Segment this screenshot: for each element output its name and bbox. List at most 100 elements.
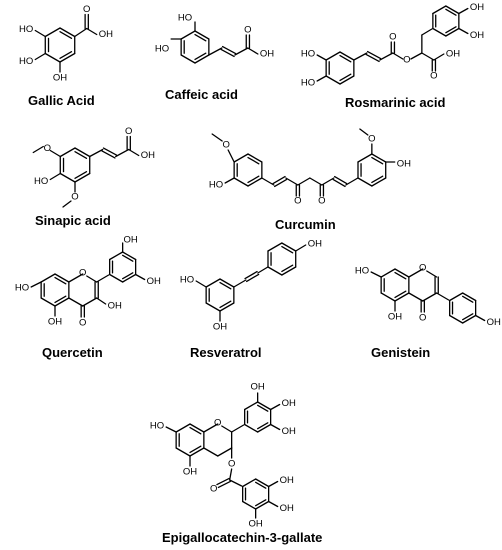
bond xyxy=(357,153,373,163)
hydroxyl-label: OH xyxy=(282,398,296,409)
bond xyxy=(180,30,196,40)
hydroxyl-label: HO xyxy=(301,78,315,89)
bond xyxy=(436,292,450,301)
bond xyxy=(175,423,191,433)
bond xyxy=(408,268,424,278)
hydroxyl-label: OH xyxy=(388,312,402,323)
bond xyxy=(285,177,299,186)
bond xyxy=(462,313,474,321)
bond xyxy=(44,27,61,38)
bond xyxy=(59,27,76,38)
bond xyxy=(334,175,348,185)
bond xyxy=(49,172,61,181)
bond xyxy=(82,297,98,307)
bond xyxy=(267,266,283,276)
bond xyxy=(244,401,259,411)
bond xyxy=(86,27,98,36)
bond xyxy=(59,147,76,158)
bond xyxy=(68,297,84,307)
bond xyxy=(175,447,191,457)
bond xyxy=(234,47,249,56)
carbonyl-o-label: O xyxy=(419,313,426,324)
hydroxyl-label: HO xyxy=(150,421,164,432)
bond xyxy=(255,481,267,489)
bond xyxy=(281,264,294,273)
hydroxyl-label: OH xyxy=(446,49,460,60)
bond xyxy=(221,45,237,55)
bond xyxy=(339,73,352,82)
bond xyxy=(115,148,130,158)
bond xyxy=(231,424,245,433)
bond xyxy=(325,75,341,85)
bond xyxy=(229,468,233,481)
hydroxyl-label: OH xyxy=(487,317,501,328)
bond xyxy=(462,314,477,324)
bond xyxy=(255,499,267,507)
carbonyl-o-label: O xyxy=(318,196,325,207)
bond xyxy=(445,27,460,37)
bond xyxy=(219,302,235,312)
methoxy-o-label: O xyxy=(44,143,51,154)
bond xyxy=(244,270,258,280)
bond xyxy=(96,274,110,283)
bond xyxy=(195,280,207,288)
bond xyxy=(257,401,272,411)
hydroxyl-label: HO xyxy=(155,44,169,55)
bond xyxy=(30,281,42,288)
methoxy-o-label: O xyxy=(71,192,78,203)
bond xyxy=(233,153,249,163)
bond xyxy=(445,8,457,16)
bond xyxy=(449,314,464,324)
ring-o-label: O xyxy=(419,263,426,274)
bond xyxy=(247,177,263,187)
bond xyxy=(255,500,270,510)
bond xyxy=(445,5,460,15)
bond xyxy=(458,27,469,35)
bond xyxy=(380,292,396,302)
bond xyxy=(422,292,438,302)
bond xyxy=(74,27,88,38)
bond xyxy=(261,177,275,186)
ring-o-label: O xyxy=(214,418,221,429)
bond xyxy=(102,147,118,156)
bond xyxy=(433,53,445,61)
bond xyxy=(96,297,107,305)
hydroxyl-label: OH xyxy=(308,239,322,250)
bond xyxy=(309,177,323,186)
bond xyxy=(371,177,387,187)
bond xyxy=(257,404,269,412)
bond xyxy=(109,273,124,283)
bond xyxy=(339,75,355,85)
compound-name-genistein: Genistein xyxy=(371,345,431,360)
bond xyxy=(316,75,327,82)
bond xyxy=(257,423,272,433)
bond xyxy=(189,423,205,433)
bond xyxy=(421,28,433,36)
bond xyxy=(165,426,177,433)
bond xyxy=(219,278,235,288)
bond xyxy=(122,254,134,262)
bond xyxy=(353,52,368,61)
bond xyxy=(394,290,407,299)
bond xyxy=(432,5,447,15)
bond xyxy=(267,242,283,252)
bond xyxy=(281,242,297,252)
bond xyxy=(59,52,76,63)
carbonyl-o-label: O xyxy=(125,126,132,137)
bond xyxy=(410,52,423,60)
bond xyxy=(365,53,380,63)
bond xyxy=(267,480,279,488)
bond xyxy=(408,292,424,302)
bond xyxy=(339,51,355,61)
compound-name-caffeic-acid: Caffeic acid xyxy=(165,87,238,102)
bond xyxy=(297,177,311,186)
methoxy-o-label: O xyxy=(368,134,375,145)
bond xyxy=(458,7,469,15)
hydroxyl-label: OH xyxy=(280,475,294,486)
